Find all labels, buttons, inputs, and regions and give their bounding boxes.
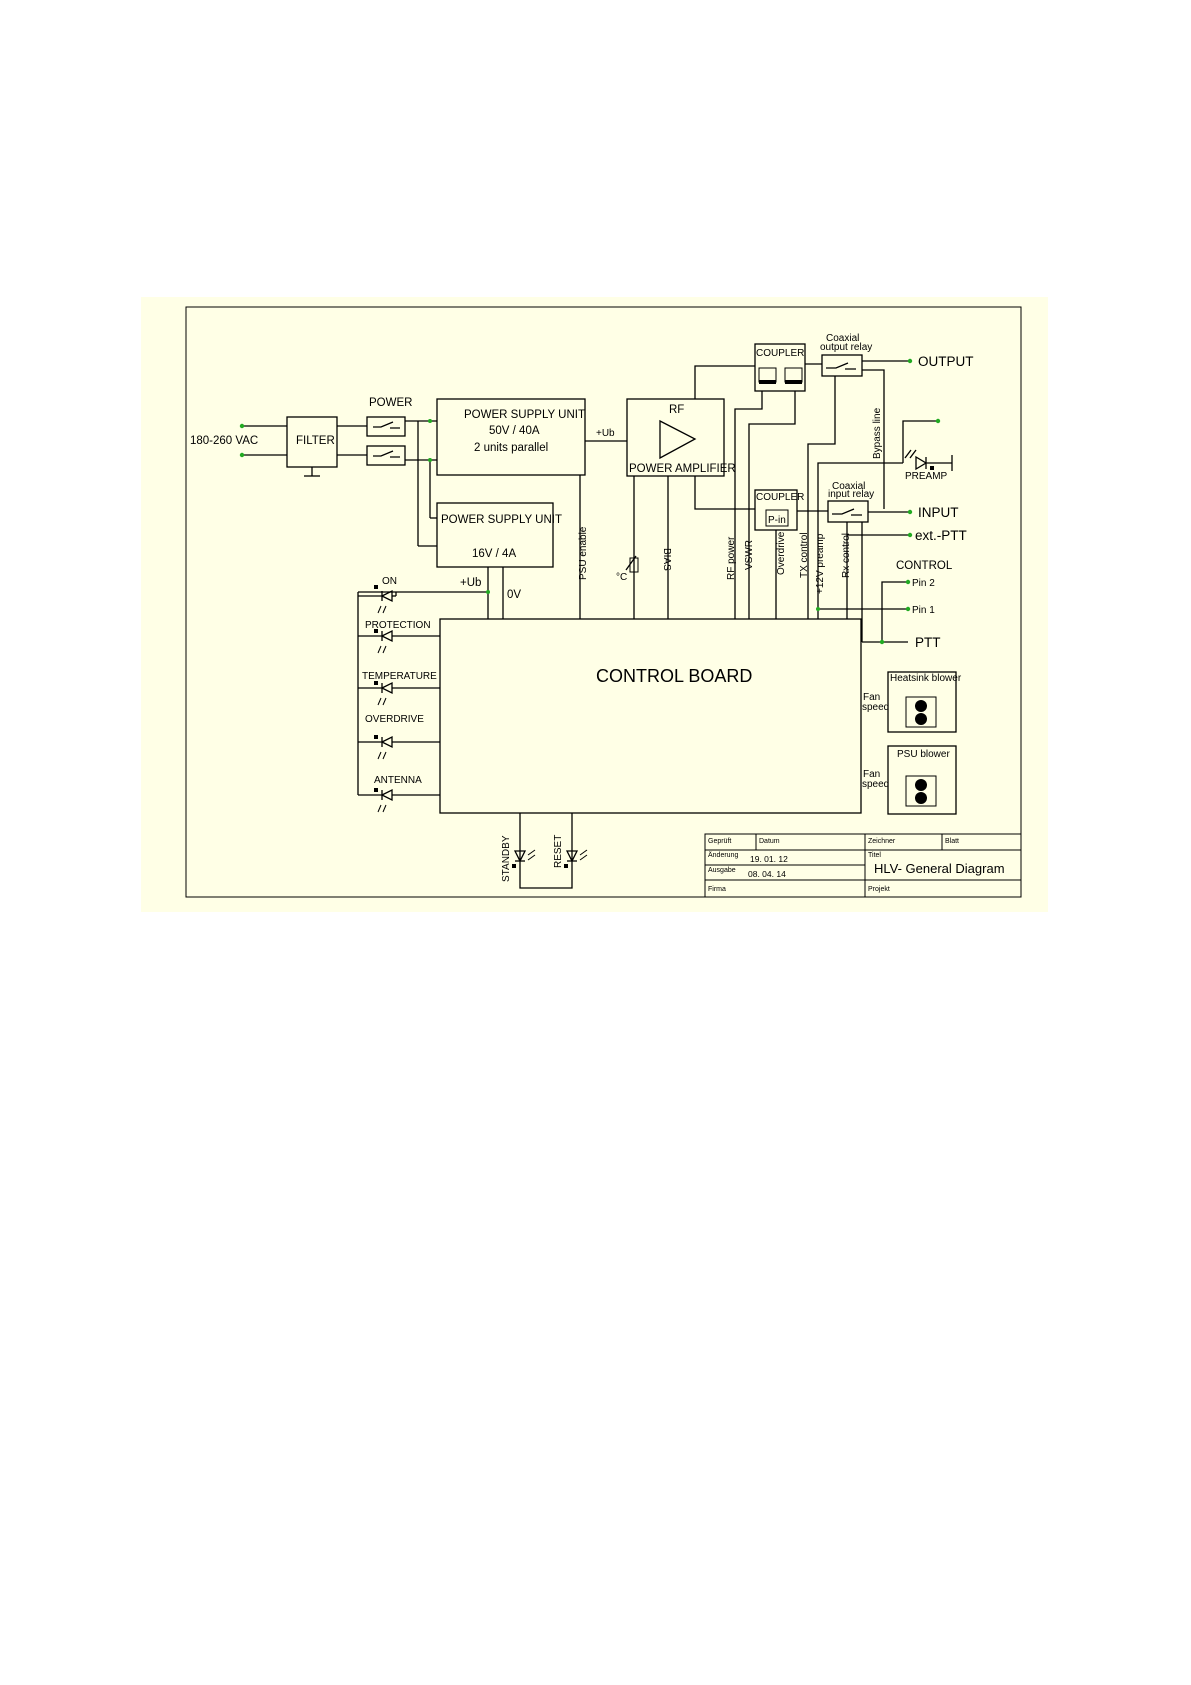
psu-aux-rating: 16V / 4A	[472, 548, 516, 560]
led-overdrive: OVERDRIVE	[358, 714, 440, 760]
zero-v-label: 0V	[507, 589, 521, 601]
psu-main-rating: 50V / 40A	[489, 425, 540, 437]
tb-aenderung: Änderung	[708, 851, 738, 859]
control-board-label: CONTROL BOARD	[596, 666, 752, 686]
psu-main-note: 2 units parallel	[474, 442, 548, 454]
tb-aenderung-date: 19. 01. 12	[750, 854, 788, 864]
filter-label: FILTER	[296, 435, 335, 447]
output-label: OUTPUT	[918, 354, 974, 369]
pin1-label: Pin 1	[912, 605, 935, 616]
psu-blower-box	[887, 745, 957, 815]
p-in-label: P-in	[768, 515, 786, 526]
status-leds: ON PROTECTION TEMPERATURE OVERDRIVE	[357, 576, 440, 813]
control-board: CONTROL BOARD RF power VSWR Overdrive TX…	[439, 531, 862, 814]
tb-title: HLV- General Diagram	[874, 861, 1005, 876]
led-overdrive-label: OVERDRIVE	[365, 714, 424, 725]
output-relay-box	[821, 354, 863, 377]
preamp-12v-label: +12V preamp	[815, 533, 826, 594]
psu-enable-label: PSU enable	[578, 526, 589, 580]
tb-ausgabe-date: 08. 04. 14	[748, 869, 786, 879]
coupler-out-label: COUPLER	[756, 348, 804, 359]
tb-projekt: Projekt	[868, 886, 890, 893]
psu-main-box	[436, 398, 586, 476]
led-temperature: TEMPERATURE	[358, 671, 440, 706]
ptt-label: PTT	[915, 635, 941, 650]
tb-datum: Datum	[759, 838, 780, 845]
blowers: Heatsink blower PSU blower Fan speed Fan…	[862, 671, 962, 815]
tb-ausgabe: Ausgabe	[708, 867, 736, 874]
psu-aux: POWER SUPPLY UNIT 16V / 4A +Ub 0V	[358, 502, 562, 619]
tb-titel: Titel	[868, 852, 881, 859]
psu-blower-label: PSU blower	[897, 749, 950, 760]
led-protection: PROTECTION	[358, 620, 440, 654]
input-relay-label-1: Coaxial	[832, 481, 865, 492]
rf-amplifier-box	[626, 398, 725, 477]
title-block: Geprüft Datum Zeichner Blatt Änderung 19…	[704, 833, 1022, 898]
drawing-frame	[185, 306, 1022, 898]
heatsink-blower-box	[887, 671, 957, 733]
led-on-label: ON	[382, 576, 397, 587]
fan-speed-2a: Fan	[863, 769, 880, 780]
psu-aux-title: POWER SUPPLY UNIT	[441, 514, 562, 526]
power-amplifier-label: POWER AMPLIFIER	[629, 463, 736, 475]
led-antenna-label: ANTENNA	[374, 775, 422, 786]
coupler-out-box	[754, 343, 806, 392]
tb-geprueft: Geprüft	[708, 838, 731, 845]
control-connector: CONTROL Pin 2 Pin 1 PTT	[816, 522, 953, 650]
temp-sensor-label: °C	[616, 572, 627, 583]
ac-input-label: 180-260 VAC	[190, 435, 258, 447]
output-relay-label-2: output relay	[820, 342, 872, 353]
standby-label: STANDBY	[501, 835, 512, 882]
output-path: COUPLER Coaxial output relay OUTPUT Bypa…	[734, 333, 974, 619]
input-relay-label-2: input relay	[828, 489, 874, 500]
tb-firma: Firma	[708, 886, 726, 893]
ac-input-section: 180-260 VAC FILTER POWER	[190, 397, 437, 547]
pin2-label: Pin 2	[912, 578, 935, 589]
coupler-in-label: COUPLER	[756, 492, 804, 503]
reset-label: RESET	[553, 835, 564, 868]
psu-main: POWER SUPPLY UNIT 50V / 40A 2 units para…	[436, 398, 627, 619]
heatsink-blower-label: Heatsink blower	[890, 673, 962, 684]
tx-control-label: TX control	[799, 532, 810, 578]
ub-pa-label: +Ub	[596, 428, 615, 439]
ub-board-label: +Ub	[460, 577, 481, 589]
fan-speed-2b: speed	[862, 779, 889, 790]
standby-reset: STANDBY RESET	[501, 813, 588, 889]
output-relay-label-1: Coaxial	[826, 333, 859, 344]
power-switch-1	[366, 416, 406, 437]
rx-control-label: Rx control	[841, 533, 852, 578]
led-protection-label: PROTECTION	[365, 620, 431, 631]
rf-power-label: RF power	[726, 536, 737, 580]
preamp-label: PREAMP	[905, 471, 948, 482]
vswr-label: VSWR	[744, 540, 755, 570]
fan-speed-1a: Fan	[863, 692, 880, 703]
bias-label: BIAS	[661, 548, 672, 571]
led-temperature-label: TEMPERATURE	[362, 671, 437, 682]
control-board-box	[439, 618, 862, 814]
rf-label: RF	[669, 404, 684, 416]
input-path: COUPLER P-in Coaxial input relay INPUT e…	[754, 418, 967, 619]
fan-speed-1b: speed	[862, 702, 889, 713]
psu-main-title: POWER SUPPLY UNIT	[464, 409, 585, 421]
bypass-line-label: Bypass line	[872, 407, 883, 459]
overdrive-signal-label: Overdrive	[776, 531, 787, 575]
ext-ptt-label: ext.-PTT	[915, 528, 967, 543]
tb-zeichner: Zeichner	[868, 838, 896, 845]
input-label: INPUT	[918, 505, 959, 520]
drawing-sheet	[141, 297, 1048, 912]
led-antenna: ANTENNA	[358, 775, 440, 813]
psu-aux-box	[436, 502, 554, 568]
power-switch-2	[366, 445, 406, 466]
led-on: ON	[358, 576, 397, 614]
control-label: CONTROL	[896, 560, 953, 572]
rf-amplifier: RF POWER AMPLIFIER °C BIAS	[616, 365, 755, 619]
tb-blatt: Blatt	[945, 838, 959, 845]
power-switch-label: POWER	[369, 397, 412, 409]
